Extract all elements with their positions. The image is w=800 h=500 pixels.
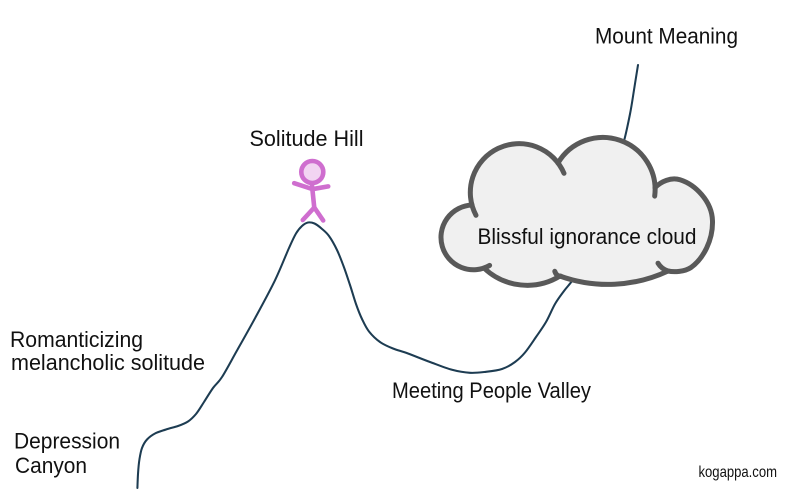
svg-text:Mount Meaning: Mount Meaning: [595, 24, 738, 49]
svg-text:melancholic solitude: melancholic solitude: [11, 350, 205, 375]
svg-text:kogappa.com: kogappa.com: [699, 464, 778, 481]
svg-text:Depression: Depression: [14, 429, 120, 454]
svg-text:Romanticizing: Romanticizing: [10, 327, 143, 352]
svg-text:Solitude Hill: Solitude Hill: [250, 126, 364, 151]
svg-text:Blissful ignorance cloud: Blissful ignorance cloud: [478, 224, 697, 249]
svg-text:Canyon: Canyon: [15, 453, 87, 478]
svg-text:Meeting People Valley: Meeting People Valley: [392, 378, 591, 403]
